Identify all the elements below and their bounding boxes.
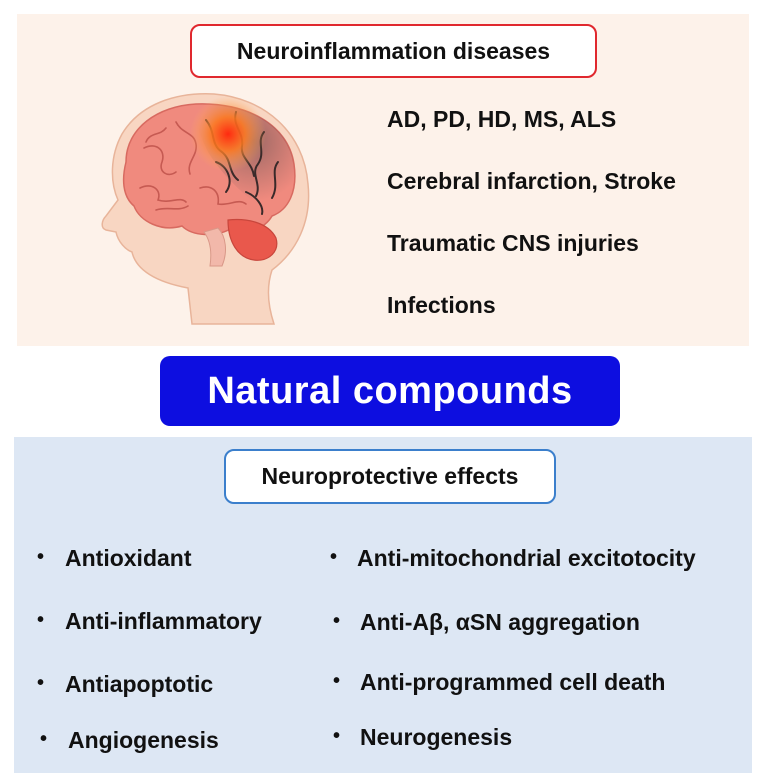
- disease-list-item: Traumatic CNS injuries: [387, 230, 639, 256]
- disease-list-item: AD, PD, HD, MS, ALS: [387, 106, 617, 132]
- effect-list-item: Neurogenesis: [360, 724, 513, 750]
- bullet-icon: •: [333, 610, 341, 632]
- bullet-icon: •: [40, 728, 48, 750]
- bullet-icon: •: [37, 546, 45, 568]
- bullet-icon: •: [333, 670, 341, 692]
- disease-list-item: Cerebral infarction, Stroke: [387, 168, 676, 194]
- bullet-icon: •: [37, 609, 45, 631]
- head-brain-inflammation-icon: [101, 93, 310, 325]
- effect-list-item: Antioxidant: [65, 545, 192, 571]
- effect-list-item: Anti-programmed cell death: [360, 669, 666, 695]
- effects-panel-title: Neuroprotective effects: [224, 449, 556, 504]
- effect-list-item: Anti-inflammatory: [65, 608, 262, 634]
- effect-list-item: Antiapoptotic: [65, 671, 214, 697]
- disease-panel-title: Neuroinflammation diseases: [190, 24, 597, 78]
- bullet-icon: •: [37, 672, 45, 694]
- effect-list-item: Anti-mitochondrial excitotocity: [357, 545, 696, 571]
- disease-list-item: Infections: [387, 292, 496, 318]
- bullet-icon: •: [333, 725, 341, 747]
- effect-list-item: Angiogenesis: [68, 727, 219, 753]
- effect-list-item: Anti-Aβ, αSN aggregation: [360, 609, 640, 635]
- natural-compounds-banner: Natural compounds: [160, 356, 620, 426]
- bullet-icon: •: [330, 546, 338, 568]
